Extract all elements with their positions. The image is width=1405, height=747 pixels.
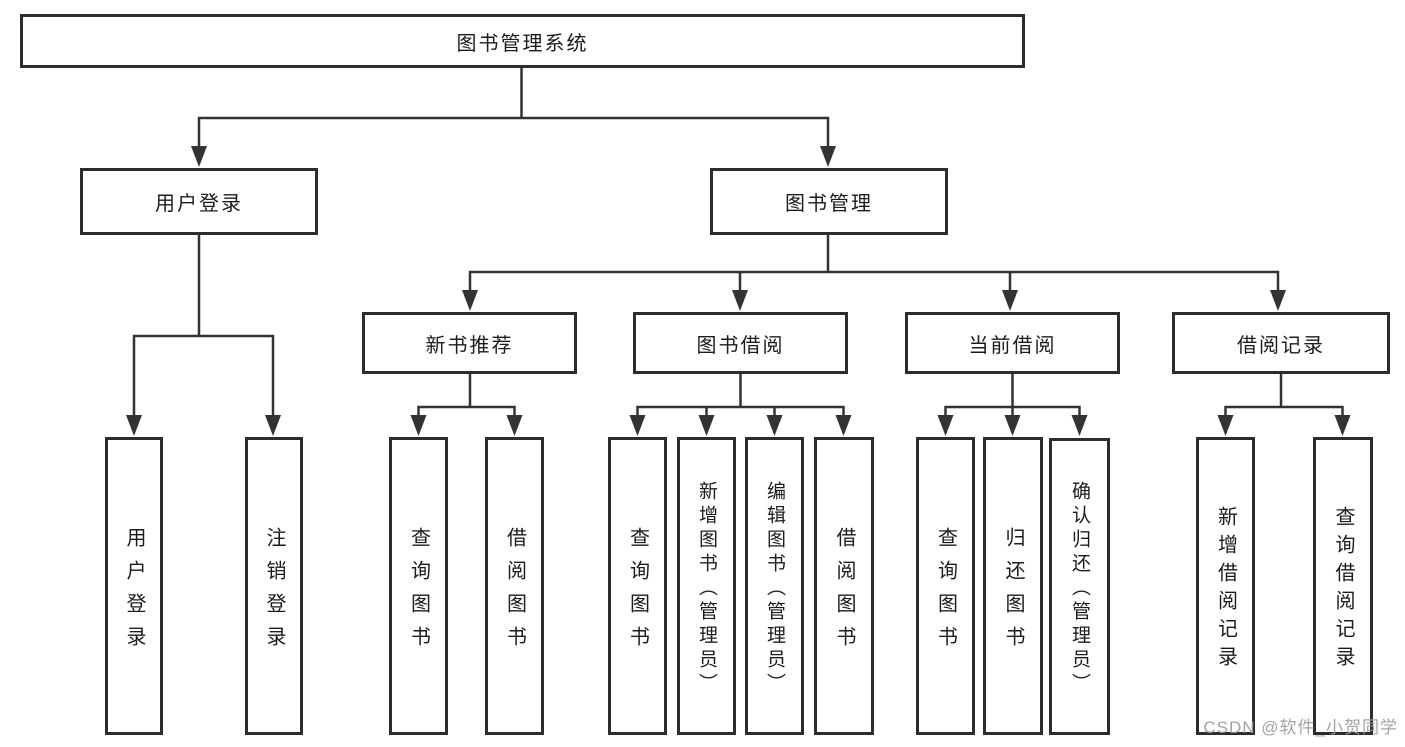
- node-label: 用户登录: [123, 526, 145, 659]
- node-label: 查询借阅记录: [1332, 506, 1354, 674]
- node-label: 新书推荐: [425, 334, 514, 357]
- csdn-watermark: CSDN @软件_小贺同学: [1203, 718, 1398, 737]
- node-book-borrow: 图书借阅: [633, 312, 848, 374]
- node-label: 新增借阅记录: [1214, 506, 1237, 674]
- node-label: 编辑图书（管理员）: [764, 480, 785, 697]
- node-label: 用户登录: [155, 193, 243, 215]
- node-user-login: 用户登录: [80, 168, 318, 235]
- node-label: 查询图书: [407, 526, 430, 659]
- node-label: 查询图书: [626, 526, 649, 659]
- node-label: 新增图书（管理员）: [696, 480, 717, 697]
- leaf-recommend-query-book: 查询图书: [389, 437, 448, 735]
- node-new-book-recommend: 新书推荐: [362, 312, 577, 374]
- leaf-current-query-book: 查询图书: [916, 437, 975, 735]
- leaf-current-confirm-return-admin: 确认归还（管理员）: [1049, 438, 1110, 735]
- leaf-records-query-record: 查询借阅记录: [1313, 437, 1373, 735]
- node-current-borrow: 当前借阅: [905, 312, 1120, 374]
- leaf-borrow-add-book-admin: 新增图书（管理员）: [677, 437, 736, 735]
- node-label: 图书管理: [785, 193, 873, 215]
- leaf-borrow-edit-book-admin: 编辑图书（管理员）: [745, 437, 804, 735]
- node-label: 当前借阅: [968, 334, 1057, 357]
- leaf-current-return-book: 归还图书: [983, 437, 1043, 735]
- node-label: 借阅图书: [833, 526, 855, 659]
- leaf-borrow-borrow-book: 借阅图书: [814, 437, 874, 735]
- leaf-records-add-record: 新增借阅记录: [1196, 437, 1255, 735]
- node-library-management-system: 图书管理系统: [20, 14, 1025, 68]
- node-label: 注销登录: [263, 526, 285, 659]
- node-label: 确认归还（管理员）: [1069, 481, 1090, 697]
- node-label: 图书管理系统: [456, 32, 589, 55]
- node-label: 借阅图书: [503, 526, 526, 659]
- node-book-management: 图书管理: [710, 168, 948, 235]
- node-label: 查询图书: [934, 526, 957, 659]
- node-borrow-records: 借阅记录: [1172, 312, 1390, 374]
- node-label: 借阅记录: [1237, 334, 1325, 357]
- leaf-borrow-query-book: 查询图书: [608, 437, 667, 735]
- leaf-recommend-borrow-book: 借阅图书: [485, 437, 544, 735]
- leaf-user-login: 用户登录: [105, 437, 163, 735]
- leaf-logout: 注销登录: [245, 437, 303, 735]
- node-label: 图书借阅: [696, 334, 785, 357]
- node-label: 归还图书: [1002, 526, 1024, 659]
